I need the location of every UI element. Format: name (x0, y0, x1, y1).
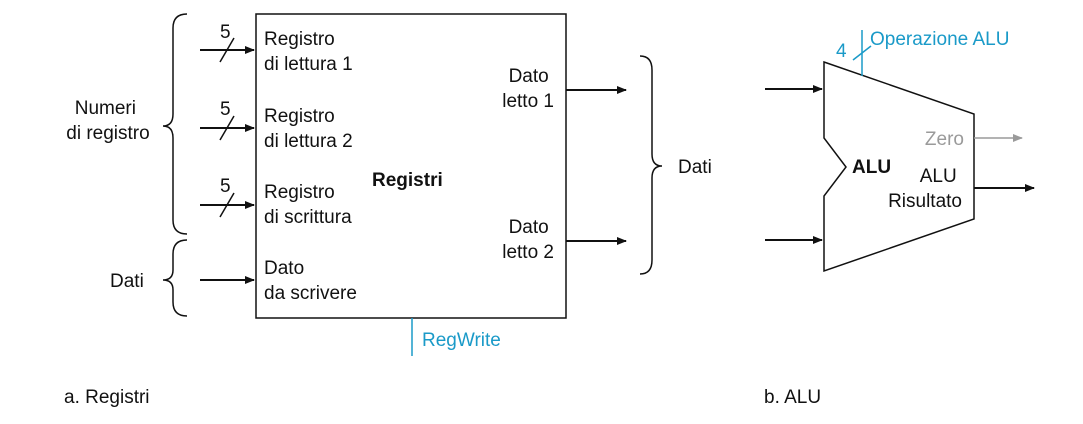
bus-slash-1 (219, 37, 235, 63)
output-arrows (566, 86, 627, 245)
register-file-title: Registri (372, 170, 443, 191)
alu-body (823, 60, 975, 273)
data-out-brace (639, 55, 663, 275)
bus-slash-3 (219, 192, 235, 218)
bus-width-label-3: 5 (220, 176, 231, 197)
bus-width-slashes (219, 37, 235, 218)
input-arrows (200, 46, 255, 284)
data-out-label: Dati (678, 157, 712, 178)
read-data-1-label: Dato letto 1 (502, 66, 554, 112)
caption-alu: b. ALU (764, 387, 821, 408)
register-file-box (255, 13, 567, 319)
write-register-label: Registro di scrittura (264, 182, 352, 228)
bus-width-label-1: 5 (220, 22, 231, 43)
read-register-1-label: Registro di lettura 1 (264, 29, 353, 75)
data-in-brace (162, 239, 188, 317)
alu-input-arrows (765, 85, 823, 244)
alu-result-label: ALU Risultato (888, 166, 962, 212)
read-register-2-label: Registro di lettura 2 (264, 106, 353, 152)
braces (162, 13, 663, 317)
read-data-2-label: Dato letto 2 (502, 217, 554, 263)
alu-title: ALU (852, 157, 891, 178)
alu-operation-width-label: 4 (836, 41, 847, 62)
bus-slash-2 (219, 115, 235, 141)
register-numbers-label: Numeri di registro (66, 98, 149, 144)
alu-operation-label: Operazione ALU (870, 29, 1009, 50)
zero-label: Zero (925, 129, 964, 150)
regwrite-label: RegWrite (422, 330, 501, 351)
write-data-label: Dato da scrivere (264, 258, 357, 304)
data-in-label: Dati (110, 271, 144, 292)
register-numbers-brace (162, 13, 188, 235)
alu-operation-bus-slash (852, 45, 872, 61)
bus-width-label-2: 5 (220, 99, 231, 120)
caption-registers: a. Registri (64, 387, 150, 408)
